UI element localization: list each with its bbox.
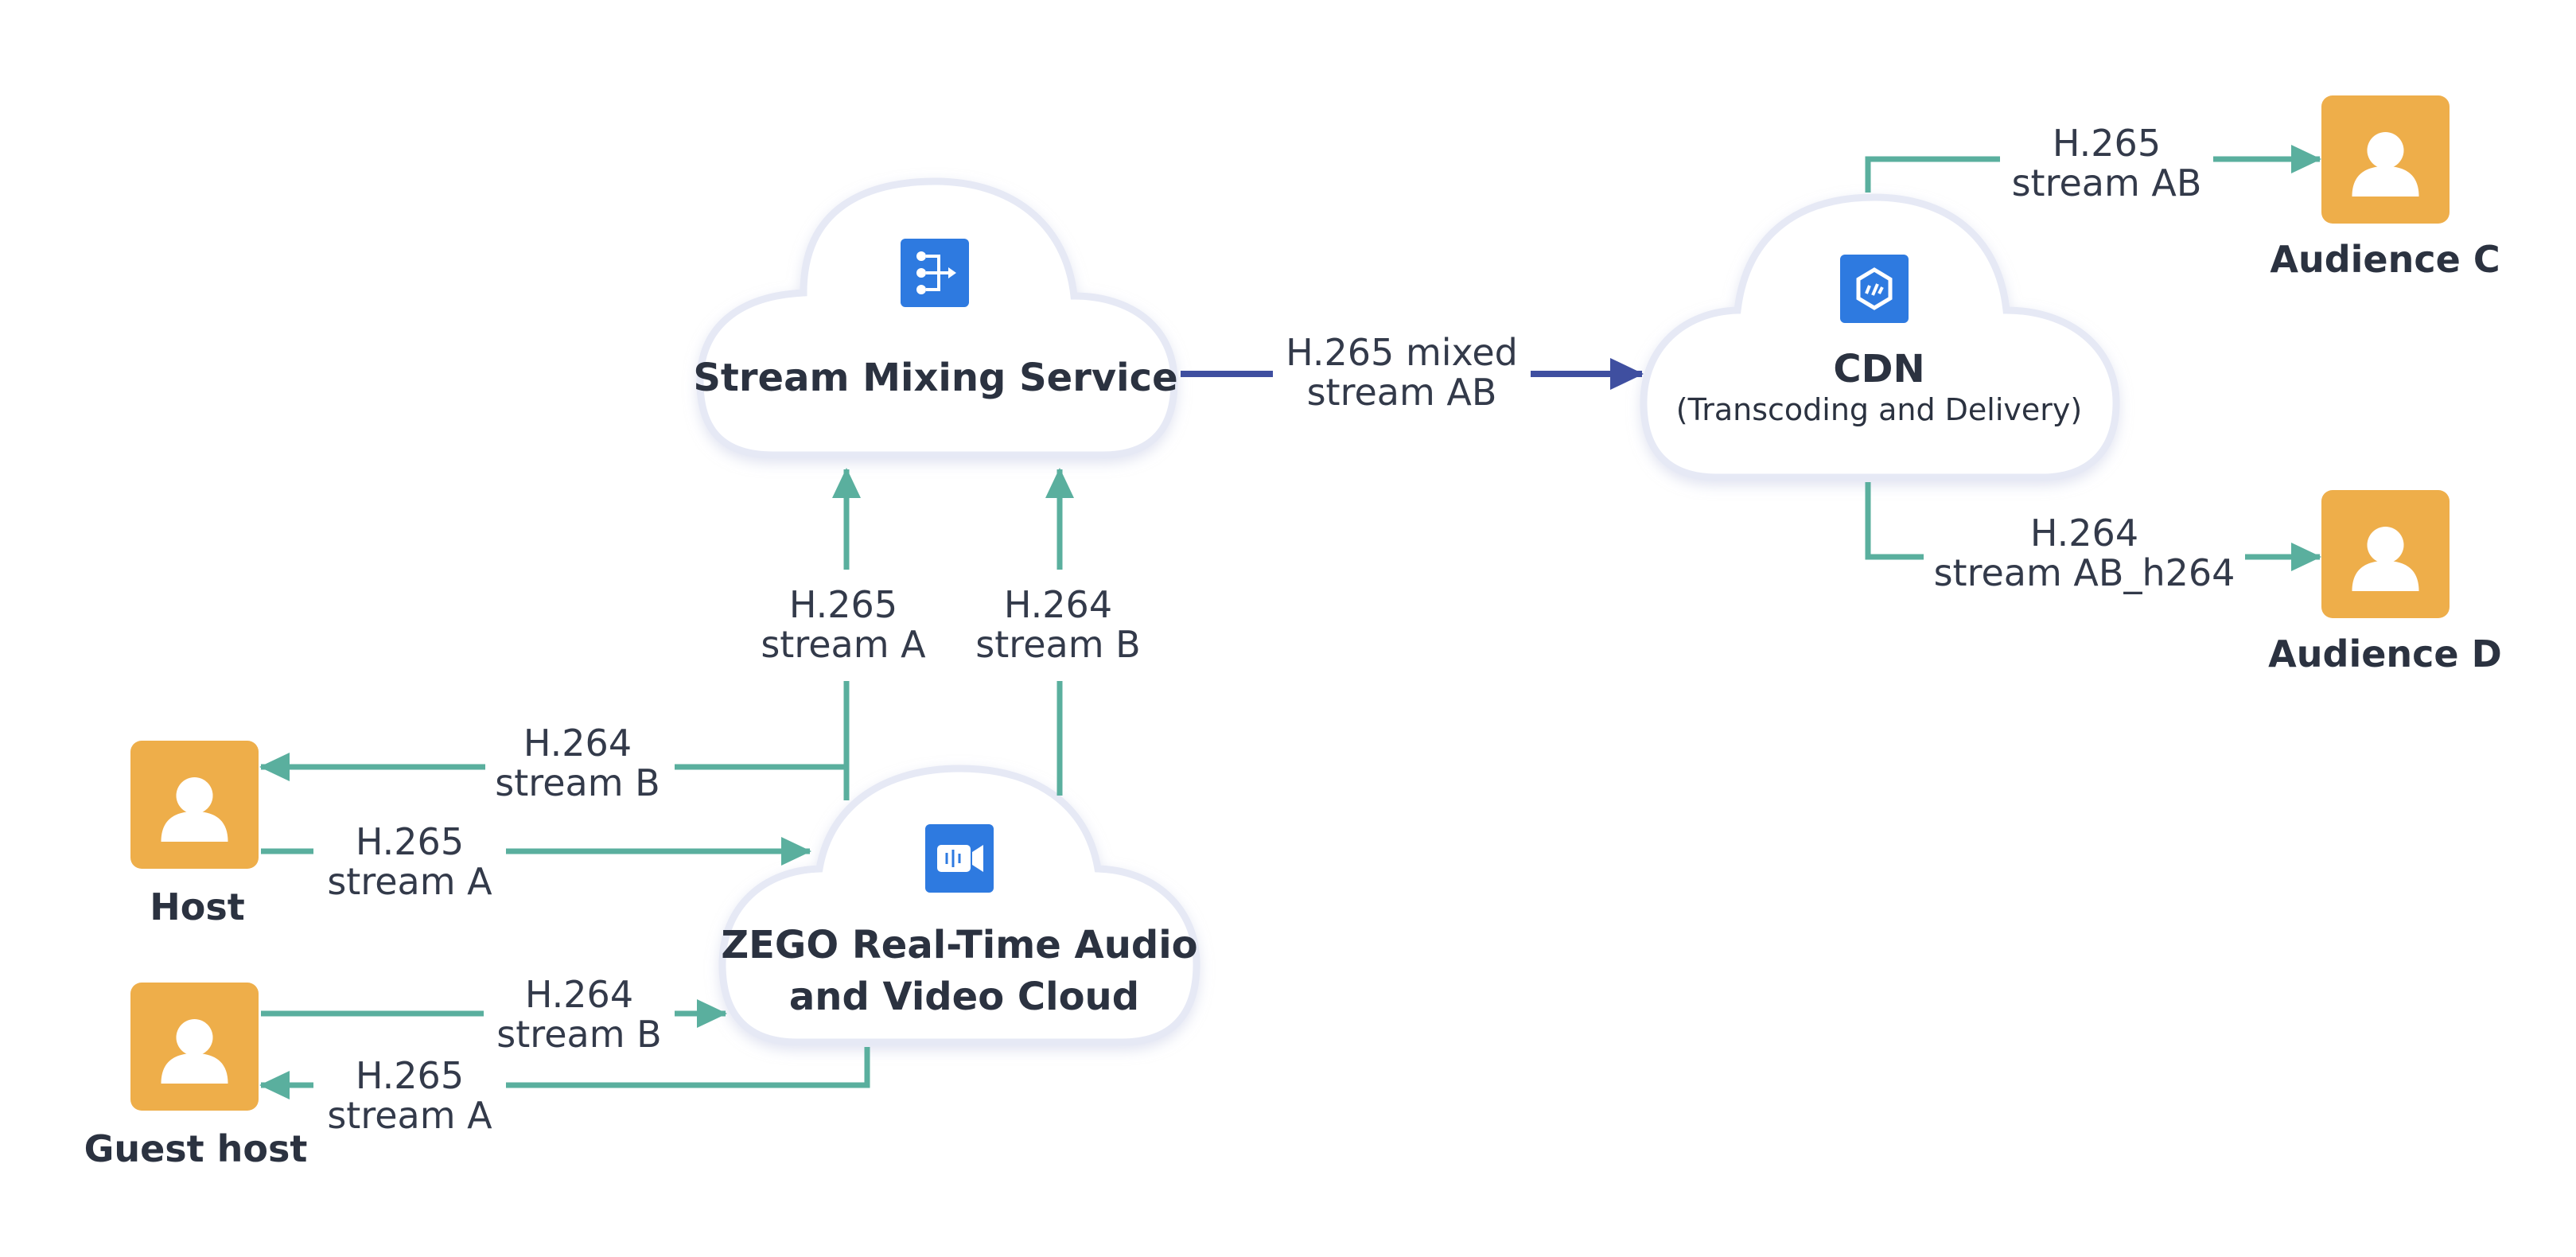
audience-d-node: Audience D <box>2268 490 2502 675</box>
cdn-subtitle: (Transcoding and Delivery) <box>1676 392 2082 427</box>
mixing-icon <box>901 239 969 307</box>
edge-rtc-to-host: H.264 stream B <box>259 722 850 804</box>
rtc-title-line2: and Video Cloud <box>789 975 1139 1019</box>
edge-label: stream AB_h264 <box>1934 551 2236 594</box>
rtc-cloud <box>718 765 1200 1046</box>
edge-label: stream A <box>761 623 926 666</box>
video-cloud-icon <box>925 824 994 893</box>
edge-label: stream AB <box>1307 371 1497 414</box>
edge-rtc-to-mixing-b: H.264 stream B <box>975 468 1141 796</box>
edge-label: H.264 <box>2030 512 2138 555</box>
cdn-title: CDN <box>1833 347 1924 391</box>
edge-label: stream B <box>496 1013 661 1056</box>
edge-cdn-to-audience-d: H.264 stream AB_h264 <box>1865 482 2321 594</box>
edge-label: stream B <box>975 623 1140 666</box>
edge-mixing-to-cdn: H.265 mixed stream AB <box>1181 331 1644 414</box>
edge-rtc-to-guest: H.265 stream A <box>259 1047 870 1137</box>
rtc-title-line1: ZEGO Real-Time Audio <box>721 923 1197 967</box>
audience-c-label: Audience C <box>2270 238 2500 281</box>
edge-label: H.264 <box>1004 583 1112 626</box>
edge-label: H.265 <box>356 820 464 863</box>
edge-cdn-to-audience-c: H.265 stream AB <box>1865 122 2321 204</box>
edge-host-to-rtc: H.265 stream A <box>261 820 811 903</box>
edge-label: stream A <box>327 1094 492 1137</box>
edge-rtc-to-mixing-a: H.265 stream A <box>761 468 926 796</box>
cdn-cloud <box>1640 193 2120 481</box>
edge-label: H.265 mixed <box>1286 331 1518 374</box>
edge-label: H.265 <box>356 1054 464 1097</box>
mixing-title: Stream Mixing Service <box>693 356 1177 400</box>
edge-label: stream AB <box>2012 162 2202 204</box>
edge-label: H.264 <box>525 973 633 1016</box>
audience-d-label: Audience D <box>2268 632 2502 675</box>
guest-host-node: Guest host <box>84 983 308 1170</box>
host-label: Host <box>150 885 244 928</box>
edge-label: H.265 <box>789 583 897 626</box>
edge-label: stream B <box>495 761 660 804</box>
host-node: Host <box>130 741 259 928</box>
audience-c-node: Audience C <box>2270 95 2500 281</box>
edge-label: H.265 <box>2053 122 2161 165</box>
edge-label: stream A <box>327 860 492 903</box>
edge-label: H.264 <box>523 722 632 765</box>
mixing-cloud <box>696 177 1178 459</box>
cdn-icon <box>1840 255 1909 323</box>
guest-host-label: Guest host <box>84 1127 308 1170</box>
edge-guest-to-rtc: H.264 stream B <box>261 973 727 1056</box>
